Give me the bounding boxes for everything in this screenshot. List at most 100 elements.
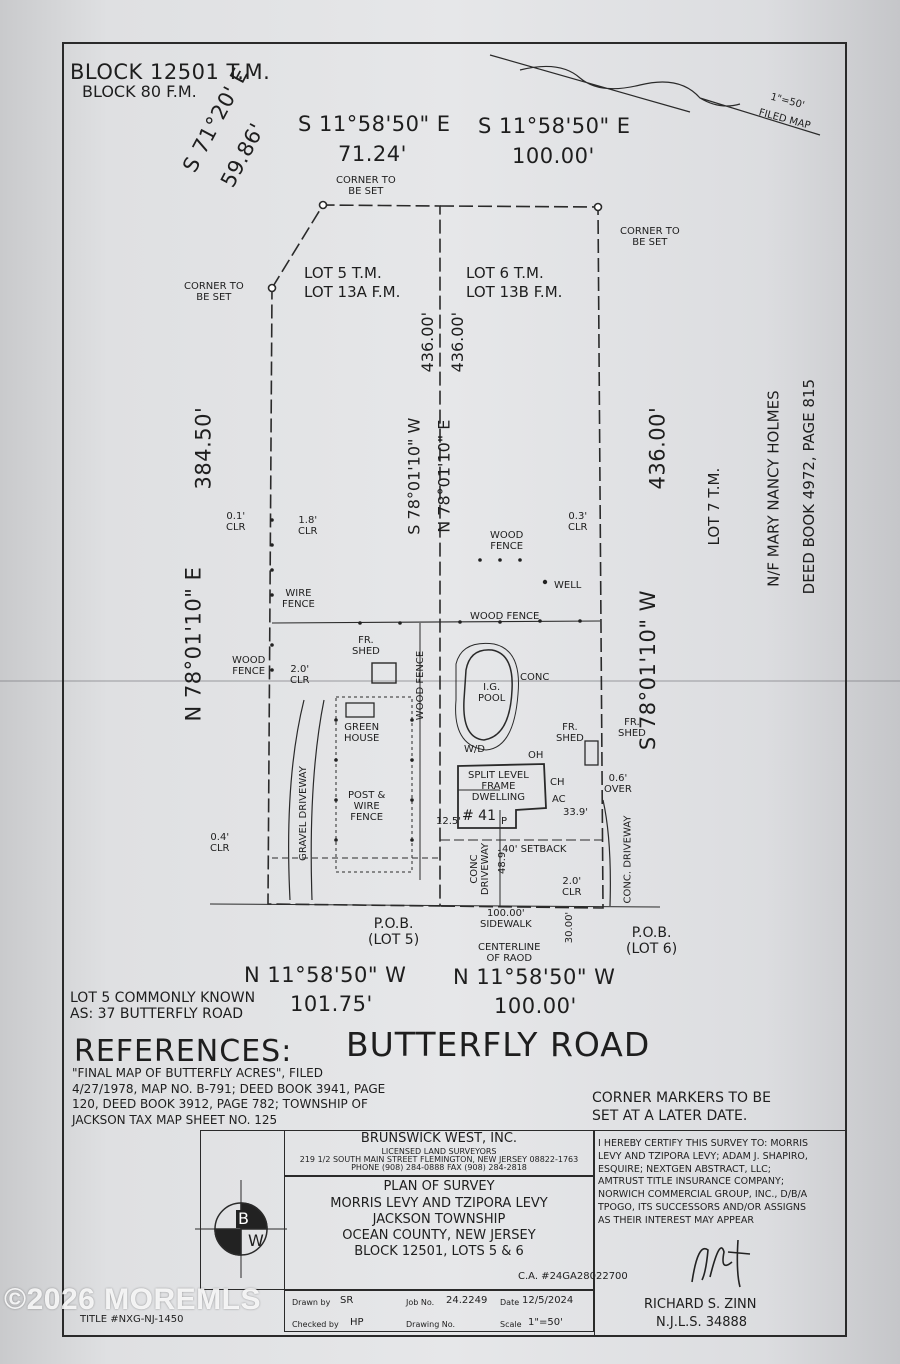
wood-fence-vertical-label: WOOD FENCE: [415, 650, 427, 721]
pob-lot5: P.O.B. (LOT 5): [368, 916, 420, 949]
mid-left-distance: 436.00': [418, 312, 437, 373]
centerline-label: CENTERLINE OF RAOD: [478, 942, 541, 964]
wd-label: W/D: [464, 744, 485, 755]
wood-fence-horizontal-label: WOOD FENCE: [470, 611, 540, 622]
neighbor-owner: N/F MARY NANCY HOLMES: [764, 390, 783, 587]
wire-fence-label: WIRE FENCE: [282, 588, 315, 610]
over-label: 0.6' OVER: [604, 773, 632, 795]
ch-label: CH: [550, 777, 565, 788]
bottom-right-distance: 100.00': [494, 994, 577, 1018]
left-side-distance: 384.50': [191, 406, 216, 490]
mid-left-bearing: S 78°01'10" W: [404, 417, 424, 535]
plan-title: PLAN OF SURVEY: [383, 1179, 495, 1194]
shed-left-outline: [371, 662, 397, 684]
road-line: [209, 903, 661, 908]
p-label: P: [501, 816, 508, 827]
road-name: BUTTERFLY ROAD: [346, 1025, 651, 1064]
wood-fence-right-label: WOOD FENCE: [490, 530, 524, 552]
fr-shed-left-label: FR. SHED: [352, 635, 380, 657]
surveyor-name: RICHARD S. ZINN: [644, 1297, 757, 1312]
ac-label: AC: [552, 794, 566, 805]
corner-markers-note: CORNER MARKERS TO BE SET AT A LATER DATE…: [592, 1090, 771, 1125]
firm-phone: PHONE (908) 284-0888 FAX (908) 284-2818: [351, 1163, 527, 1172]
scale-value: 1"=50': [528, 1317, 563, 1328]
references-text: "FINAL MAP OF BUTTERFLY ACRES", FILED 4/…: [72, 1066, 386, 1127]
certificate-authorization: C.A. #24GA28022700: [518, 1271, 628, 1282]
mid-right-distance: 436.00': [448, 312, 467, 373]
left-side-bearing: N 78°01'10" E: [181, 566, 206, 722]
pool-outline: [463, 649, 513, 741]
surveyor-license: N.J.L.S. 34888: [656, 1315, 748, 1330]
block-fm-label: BLOCK 80 F.M.: [82, 82, 197, 101]
plan-box: [284, 1176, 594, 1290]
surveyor-signature: [691, 1239, 751, 1288]
corner-left-note: CORNER TO BE SET: [184, 281, 244, 303]
job-no-label: Job No.: [406, 1298, 435, 1307]
fr-shed-far-label: FR. SHED: [618, 717, 646, 739]
drawing-frame: [62, 42, 847, 1337]
lot6-fm: LOT 13B F.M.: [466, 283, 563, 301]
drawing-no-label: Drawing No.: [406, 1320, 456, 1329]
lot5-tm: LOT 5 T.M.: [304, 264, 382, 282]
gravel-driveway-label: GRAVEL DRIVEWAY: [297, 766, 309, 861]
neighbor-lot: LOT 7 T.M.: [705, 467, 724, 546]
checked-by-label: Checked by: [292, 1320, 339, 1329]
watermark: ©2026 MOREMLS: [4, 1283, 262, 1316]
plan-block-lots: BLOCK 12501, LOTS 5 & 6: [354, 1244, 524, 1259]
firm-subtitle: LICENSED LAND SURVEYORS: [381, 1147, 497, 1156]
dim-33-9: 33.9': [563, 807, 589, 818]
bottom-left-bearing: N 11°58'50" W: [244, 963, 407, 987]
green-house-label: GREEN HOUSE: [344, 722, 380, 744]
conc-driveway-left-label: CONC DRIVEWAY: [469, 842, 492, 896]
bottom-left-distance: 101.75': [290, 992, 373, 1016]
scale-label: Scale: [500, 1320, 522, 1329]
certification-text: I HEREBY CERTIFY THIS SURVEY TO: MORRIS …: [598, 1138, 809, 1226]
lot5-boundary: [267, 204, 441, 907]
house-number: # 41: [462, 808, 496, 824]
drawn-by-label: Drawn by: [292, 1298, 331, 1307]
bottom-right-bearing: N 11°58'50" W: [453, 965, 616, 989]
firm-name: BRUNSWICK WEST, INC.: [360, 1131, 518, 1146]
details-box: [284, 1290, 594, 1332]
top-left-distance: 71.24': [338, 142, 407, 166]
clr-20: 2.0' CLR: [290, 664, 310, 686]
post-wire-fence-label: POST & WIRE FENCE: [348, 790, 386, 823]
lot6-tm: LOT 6 T.M.: [466, 264, 544, 282]
compass-letter-b: B: [236, 1209, 251, 1229]
title-number: TITLE #NXG-NJ-1450: [80, 1314, 184, 1325]
shed-right-outline: [584, 740, 599, 766]
setback-label: 40' SETBACK: [502, 844, 567, 855]
clr-01: 0.1' CLR: [226, 511, 246, 533]
compass-letter-w: W: [248, 1231, 264, 1250]
conc-label: CONC: [520, 672, 550, 683]
clr-20b: 2.0' CLR: [562, 876, 582, 898]
certification-box: [594, 1130, 847, 1337]
ig-pool-label: I.G. POOL: [478, 682, 506, 704]
clr-03: 0.3' CLR: [568, 511, 588, 533]
dwelling-outline: [457, 763, 547, 829]
plan-township: JACKSON TOWNSHIP: [372, 1212, 506, 1227]
green-house-outline: [345, 702, 375, 718]
corner-right-note: CORNER TO BE SET: [620, 226, 680, 248]
plan-county: OCEAN COUNTY, NEW JERSEY: [342, 1228, 536, 1243]
checked-by-value: HP: [350, 1317, 364, 1328]
right-side-distance: 436.00': [645, 406, 670, 490]
lot5-fm: LOT 13A F.M.: [304, 283, 401, 301]
clr-04: 0.4' CLR: [210, 832, 230, 854]
dim-12-5: 12.5': [436, 816, 462, 827]
mid-right-bearing: N 78°01'10" E: [434, 419, 454, 533]
top-right-bearing: S 11°58'50" E: [478, 114, 631, 138]
paper-fold: [0, 680, 900, 682]
neighbor-deed-book: DEED BOOK 4972, PAGE 815: [800, 378, 819, 595]
wood-fence-left-label: WOOD FENCE: [232, 655, 266, 677]
job-no-value: 24.2249: [446, 1295, 488, 1306]
date-value: 12/5/2024: [522, 1295, 574, 1306]
plan-owners: MORRIS LEVY AND TZIPORA LEVY: [330, 1196, 548, 1211]
well-label: WELL: [554, 580, 582, 591]
pob-lot6: P.O.B. (LOT 6): [626, 925, 678, 958]
firm-address: 219 1/2 SOUTH MAIN STREET FLEMINGTON, NE…: [299, 1155, 579, 1164]
firm-box: [284, 1130, 594, 1176]
lot5-known-as: LOT 5 COMMONLY KNOWN AS: 37 BUTTERFLY RO…: [70, 990, 256, 1023]
